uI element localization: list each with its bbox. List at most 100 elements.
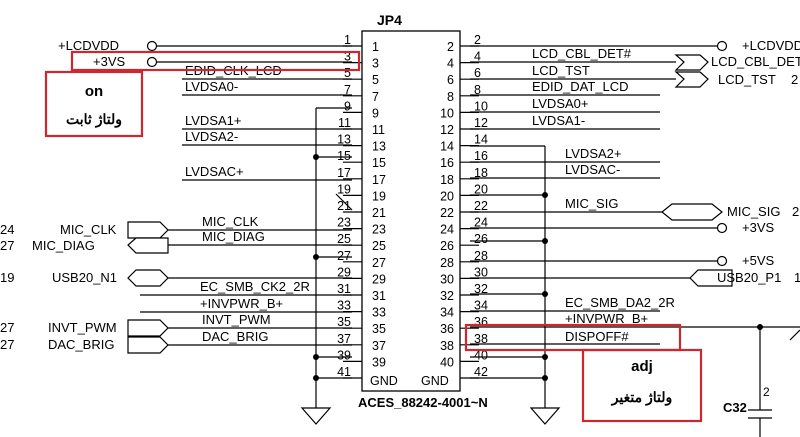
net-3vs-right: +3VS — [742, 220, 774, 235]
pin-number-inner: 4 — [447, 57, 454, 71]
power-terminals-left — [146, 40, 158, 68]
highlight-3vs-row — [70, 50, 361, 72]
ground-wiring — [300, 107, 561, 425]
note-adj-subtitle: ولتاژ متغیر — [611, 389, 673, 406]
page-ref-mic-diag: 27 — [0, 238, 14, 253]
net-lvdsa0-minus: LVDSA0- — [185, 79, 238, 94]
pin-number-inner: 20 — [440, 189, 454, 203]
pin-number-outer: 7 — [344, 83, 351, 97]
net-dispoff: DISPOFF# — [565, 329, 629, 344]
highlight-boxes — [44, 50, 703, 423]
pin-number-inner: 34 — [440, 306, 454, 320]
net-lcdvdd-left: +LCDVDD — [58, 38, 119, 53]
pin-number-outer: 21 — [337, 199, 351, 213]
net-ec-smb-ck2: EC_SMB_CK2_2R — [200, 279, 310, 294]
pin-number-inner: 26 — [440, 239, 454, 253]
pin-number-inner: 18 — [440, 173, 454, 187]
port-lcd-cbl-det: LCD_CBL_DET — [711, 54, 800, 69]
pin-number-outer: 23 — [337, 216, 351, 230]
pin-number-inner: 23 — [372, 223, 386, 237]
page-ref-invt-pwm: 27 — [0, 320, 14, 335]
highlight-adj-note — [581, 348, 703, 423]
pin-number-outer: 20 — [474, 182, 488, 196]
pin-number-inner: 29 — [372, 272, 386, 286]
port-usb20-p1: USB20_P1 — [717, 270, 781, 285]
pin-number-outer: 8 — [474, 83, 481, 97]
pin-number-outer: 19 — [337, 182, 351, 196]
connector-ref: JP4 — [377, 12, 402, 28]
pin-number-inner: 10 — [440, 106, 454, 120]
pin-number-outer: 3 — [344, 50, 351, 64]
pin-number-inner: 9 — [372, 106, 379, 120]
connector-body — [361, 30, 461, 392]
pin-number-outer: 40 — [474, 348, 488, 362]
pin-number-outer: 11 — [338, 116, 351, 130]
net-3vs-left: +3VS — [93, 54, 125, 69]
net-invpwr-left: +INVPWR_B+ — [200, 296, 283, 311]
page-ref-mic-clk: 24 — [0, 222, 14, 237]
cap-pin-number: 2 — [763, 385, 770, 399]
pin-number-outer: 16 — [474, 149, 488, 163]
pin-number-outer: 1 — [344, 33, 351, 47]
net-mic-clk: MIC_CLK — [202, 214, 259, 229]
pin-number-inner: 22 — [440, 206, 454, 220]
pin-number-outer: 12 — [474, 116, 488, 130]
port-usb20-n1: USB20_N1 — [52, 270, 117, 285]
pin-number-inner: 27 — [372, 256, 386, 270]
net-mic-sig: MIC_SIG — [565, 196, 618, 211]
pin-number-outer: 5 — [344, 66, 351, 80]
pin-number-outer: 17 — [337, 166, 351, 180]
power-terminals-right — [716, 40, 728, 267]
highlight-on-note — [44, 70, 144, 138]
note-on-title: on — [85, 83, 103, 100]
net-invt-pwm: INVT_PWM — [202, 312, 271, 327]
pin-number-outer: 9 — [344, 99, 351, 113]
right-pin-column: 2244668810101212141416161818202022222424… — [440, 33, 488, 379]
pin-number-outer: 13 — [337, 133, 351, 147]
net-lvdsa1-minus: LVDSA1- — [532, 113, 585, 128]
port-invt-pwm: INVT_PWM — [48, 320, 117, 335]
pin-number-outer: 26 — [474, 232, 488, 246]
pin-number-inner: 11 — [372, 123, 385, 137]
pin-number-inner: 6 — [447, 73, 454, 87]
right-port-symbols — [661, 54, 733, 287]
pin-number-inner: 19 — [372, 189, 386, 203]
pin-number-inner: 15 — [372, 156, 386, 170]
pin-number-inner: 30 — [440, 272, 454, 286]
pin-number-inner: 21 — [372, 206, 386, 220]
pin-number-outer: 37 — [337, 332, 351, 346]
highlight-dispoff-row — [464, 323, 682, 352]
pin-number-inner: 13 — [372, 140, 386, 154]
pin-number-outer: 32 — [474, 282, 488, 296]
pin-number-inner: 40 — [440, 355, 454, 369]
right-signal-wires — [470, 45, 800, 437]
pin-number-outer: 41 — [337, 365, 351, 379]
pin-number-outer: 22 — [474, 199, 488, 213]
pin-number-outer: 2 — [474, 33, 481, 47]
port-mic-diag: MIC_DIAG — [32, 238, 95, 253]
note-on-subtitle: ولتاژ ثابت — [66, 111, 122, 128]
pin-number-inner: 38 — [440, 339, 454, 353]
pin-number-outer: 35 — [337, 315, 351, 329]
net-lvdsac-plus: LVDSAC+ — [185, 164, 244, 179]
pin-number-inner: 32 — [440, 289, 454, 303]
pin-number-inner: 12 — [440, 123, 454, 137]
pin-number-outer: 18 — [474, 166, 488, 180]
gnd-label-right: GND — [421, 374, 449, 388]
pin-number-inner: 36 — [440, 322, 454, 336]
pin-number-inner: 7 — [372, 90, 379, 104]
pin-number-outer: 42 — [474, 365, 488, 379]
pin-number-inner: 33 — [372, 306, 386, 320]
net-lcd-cbl-det: LCD_CBL_DET# — [532, 46, 632, 61]
port-dac-brig: DAC_BRIG — [48, 337, 114, 352]
pin-number-outer: 24 — [474, 216, 488, 230]
pin-number-outer: 27 — [337, 249, 351, 263]
page-ref-mic-sig: 2 — [792, 204, 799, 219]
pin-number-outer: 14 — [474, 133, 488, 147]
net-ec-smb-da2: EC_SMB_DA2_2R — [565, 295, 675, 310]
junction-dots — [313, 154, 763, 381]
pin-number-outer: 6 — [474, 66, 481, 80]
net-invpwr-right: +INVPWR_B+ — [565, 311, 648, 326]
note-adj-title: adj — [631, 358, 653, 375]
